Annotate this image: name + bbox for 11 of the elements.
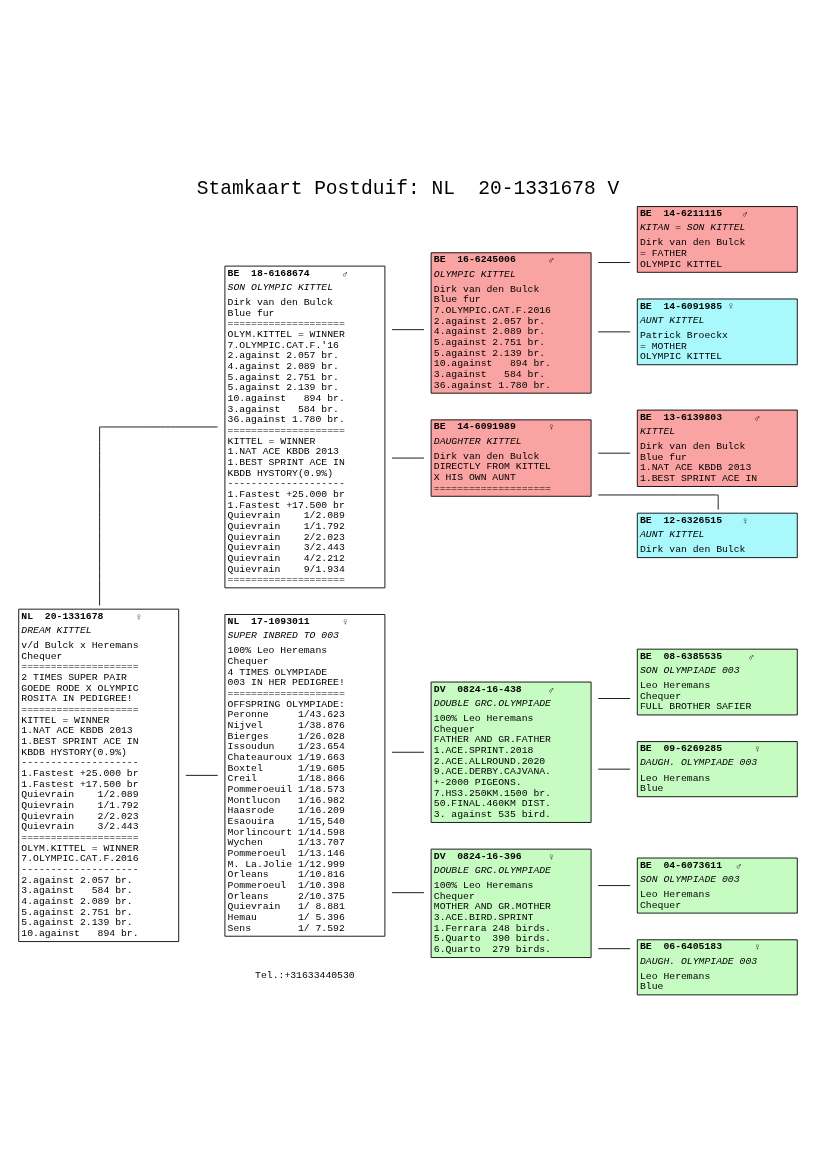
connector bbox=[597, 947, 631, 949]
connector bbox=[597, 261, 631, 263]
diagram-title: Stamkaart Postduif: NL 20-1331678 V bbox=[196, 177, 620, 200]
label: Tel.:+31633440530 bbox=[255, 969, 355, 981]
connector bbox=[391, 751, 425, 753]
connector bbox=[185, 774, 219, 776]
connector bbox=[391, 891, 425, 893]
connector bbox=[597, 884, 631, 886]
connector bbox=[391, 328, 425, 330]
connector bbox=[597, 697, 631, 699]
connector bbox=[99, 426, 218, 606]
